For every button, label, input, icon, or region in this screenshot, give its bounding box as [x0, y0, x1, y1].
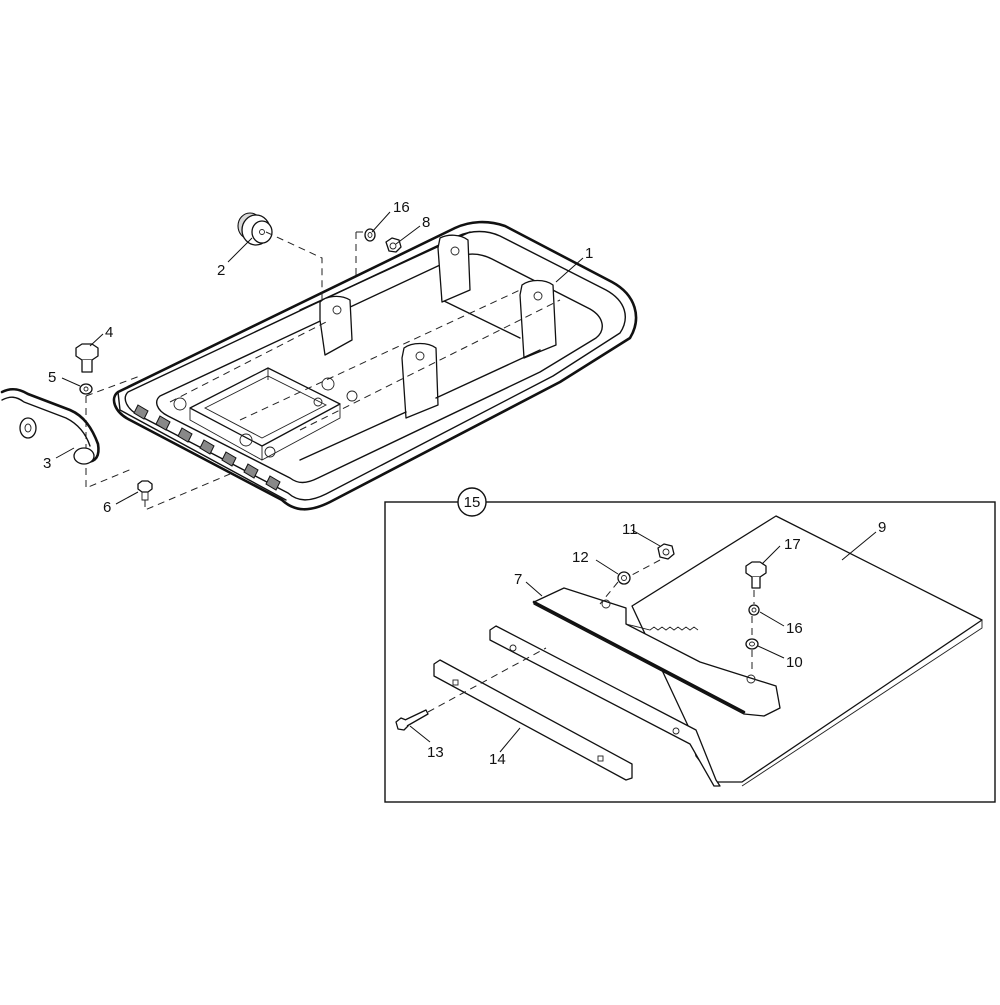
- callout-15: 15: [464, 494, 481, 511]
- callout-14: 14: [489, 751, 506, 768]
- callout-1: 1: [585, 245, 593, 262]
- washer-part-16: [748, 604, 760, 616]
- nut-part-11: [657, 543, 675, 560]
- hose-part-3: [0, 387, 100, 465]
- front-edge-vents: [133, 404, 281, 491]
- washer-part-12: [617, 571, 631, 585]
- callout-8: 8: [422, 214, 430, 231]
- angle-bracket: [489, 625, 721, 787]
- bolt-part-13: [395, 709, 429, 731]
- callout-9: 9: [878, 519, 886, 536]
- plate-part-9: [631, 515, 983, 787]
- plug-part-2: [237, 212, 323, 300]
- bolt-part-4: [75, 343, 99, 373]
- callout-5: 5: [48, 369, 56, 386]
- callout-16-top: 16: [393, 199, 410, 216]
- leader-lines: [55, 211, 877, 753]
- base-plate: [112, 220, 638, 511]
- callout-6: 6: [103, 499, 111, 516]
- callout-11: 11: [622, 521, 638, 538]
- callout-7: 7: [514, 571, 522, 588]
- washer-part-5: [79, 383, 93, 395]
- callout-12: 12: [572, 549, 589, 566]
- washer-part-10: [745, 638, 759, 650]
- callout-3: 3: [43, 455, 51, 472]
- callout-13: 13: [427, 744, 444, 761]
- nut-part-8: [385, 237, 402, 253]
- screw-part-6: [137, 480, 153, 501]
- callout-17: 17: [784, 536, 801, 553]
- kit-inset-frame: [384, 501, 996, 803]
- strip-part-14: [433, 659, 633, 781]
- callout-2: 2: [217, 262, 225, 279]
- callout-4: 4: [105, 324, 113, 341]
- callout-16-inset: 16: [786, 620, 803, 637]
- callout-10: 10: [786, 654, 803, 671]
- callout-labels: 1 2 3 4 5 6 7 8 9 10 11 12 13 14 15 16 1…: [43, 199, 886, 768]
- callout-15-circle: [457, 487, 487, 517]
- bracket-part-7: [532, 587, 781, 717]
- bolt-part-17: [745, 561, 767, 589]
